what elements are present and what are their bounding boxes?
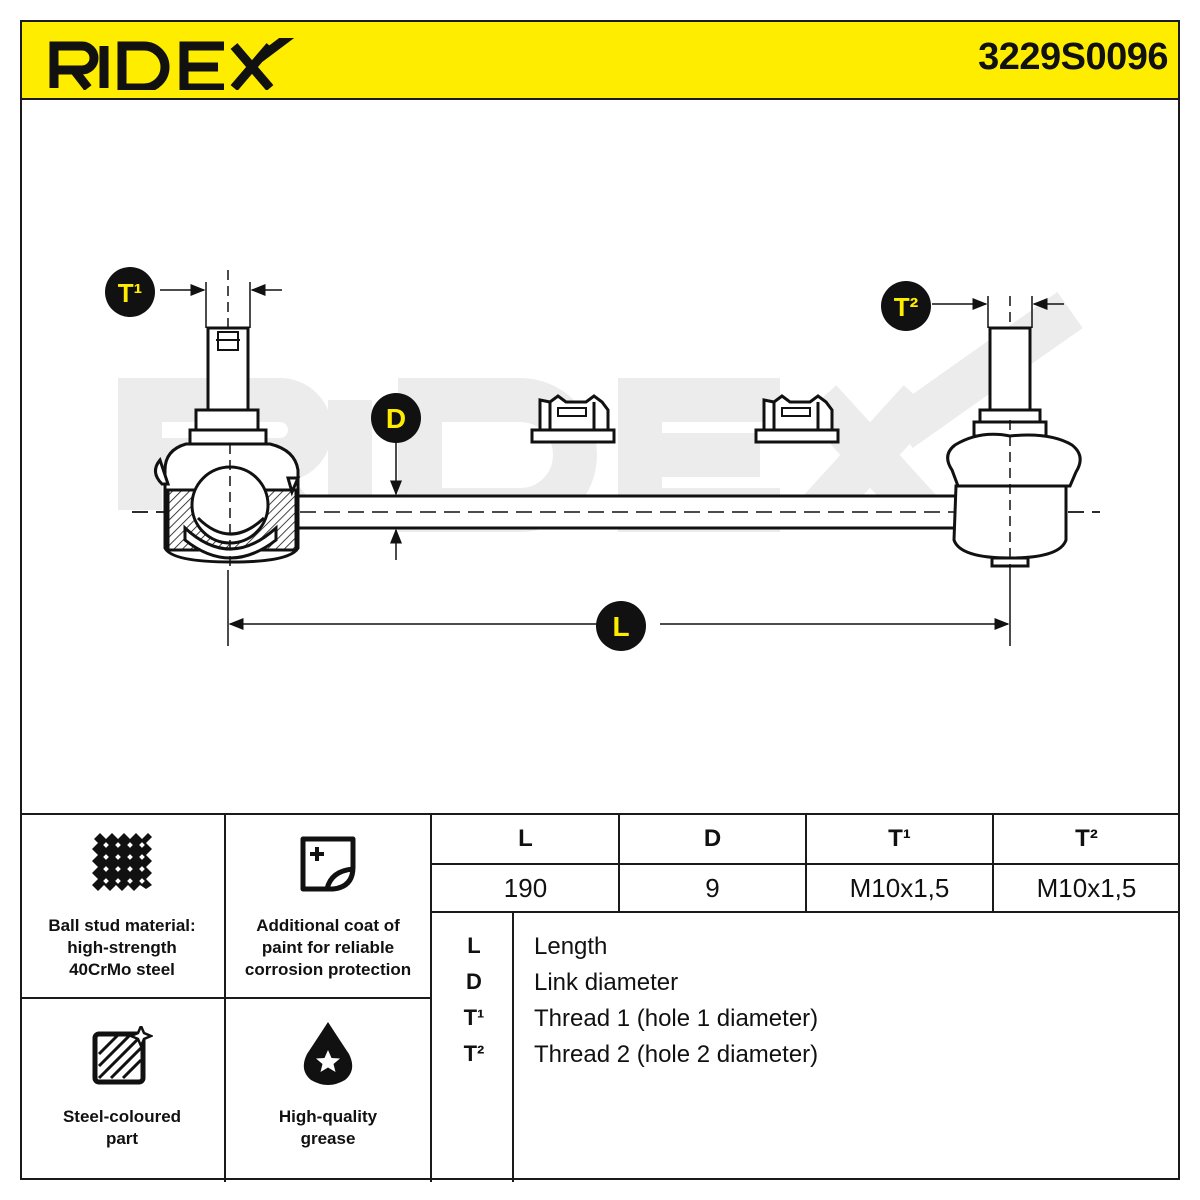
feature-ball-stud-text: Ball stud material: high-strength 40CrMo… — [48, 916, 196, 979]
info-panel: Ball stud material: high-strength 40CrMo… — [20, 813, 1180, 1182]
feature-grease: High-quality grease — [226, 998, 432, 1182]
part-number: 3229S0096 — [978, 36, 1168, 78]
legend-desc-d: Link diameter — [534, 969, 679, 996]
spec-value-l: 190 — [503, 873, 548, 903]
feature-paint-coat-text: Additional coat of paint for reliable co… — [244, 916, 412, 979]
label-d: D — [386, 403, 406, 434]
spec-value-d: 9 — [705, 873, 720, 903]
label-badge-d: D — [371, 393, 421, 443]
label-l: L — [612, 611, 629, 642]
feature-steel-coloured: Steel-coloured part — [20, 998, 226, 1182]
label-badge-t2: T² — [881, 281, 931, 331]
ridex-logo — [49, 38, 295, 90]
left-ball-joint — [154, 270, 301, 570]
legend: L Length D Link diameter T¹ Thread 1 (ho… — [432, 913, 1180, 1182]
dimension-t2 — [932, 296, 1064, 328]
hex-nut-1 — [530, 394, 616, 444]
legend-desc-t2: Thread 2 (hole 2 diameter) — [534, 1041, 819, 1068]
header-bar: 3229S0096 — [20, 20, 1180, 100]
spec-header-t1: T¹ — [888, 825, 911, 852]
label-badge-l: L — [596, 601, 646, 651]
legend-key-t2: T² — [463, 1041, 485, 1066]
grease-drop-icon — [303, 1022, 353, 1085]
legend-key-d: D — [466, 969, 482, 994]
spec-header-d: D — [703, 825, 722, 852]
technical-drawing: T¹ T² D L — [105, 267, 1100, 651]
legend-key-l: L — [467, 933, 481, 958]
spec-table: L D T¹ T² 190 9 M10x1,5 M10x1,5 — [432, 815, 1180, 913]
feature-paint-coat: Additional coat of paint for reliable co… — [226, 815, 432, 998]
spec-header-l: L — [518, 825, 533, 852]
feature-grid-divider — [20, 997, 432, 999]
legend-desc-t1: Thread 1 (hole 1 diameter) — [534, 1005, 819, 1032]
feature-steel-coloured-text: Steel-coloured part — [62, 1107, 182, 1148]
hex-nut-2 — [754, 394, 840, 444]
paint-coat-icon — [300, 836, 356, 892]
legend-desc-l: Length — [534, 933, 608, 960]
legend-key-t1: T¹ — [463, 1005, 485, 1030]
spec-header-t2: T² — [1075, 825, 1098, 852]
label-t2: T² — [894, 292, 919, 322]
spec-value-t1: M10x1,5 — [849, 873, 950, 903]
right-ball-joint — [946, 296, 1082, 570]
label-badge-t1: T¹ — [105, 267, 155, 317]
material-mesh-icon — [92, 833, 152, 891]
feature-grease-text: High-quality grease — [278, 1107, 378, 1148]
label-t1: T¹ — [118, 278, 143, 308]
dimension-l — [227, 570, 1011, 646]
dimension-d — [380, 440, 412, 560]
feature-ball-stud-material: Ball stud material: high-strength 40CrMo… — [20, 815, 226, 998]
steel-coloured-icon — [92, 1026, 153, 1085]
spec-value-t2: M10x1,5 — [1036, 873, 1137, 903]
dimension-t1 — [160, 282, 282, 328]
